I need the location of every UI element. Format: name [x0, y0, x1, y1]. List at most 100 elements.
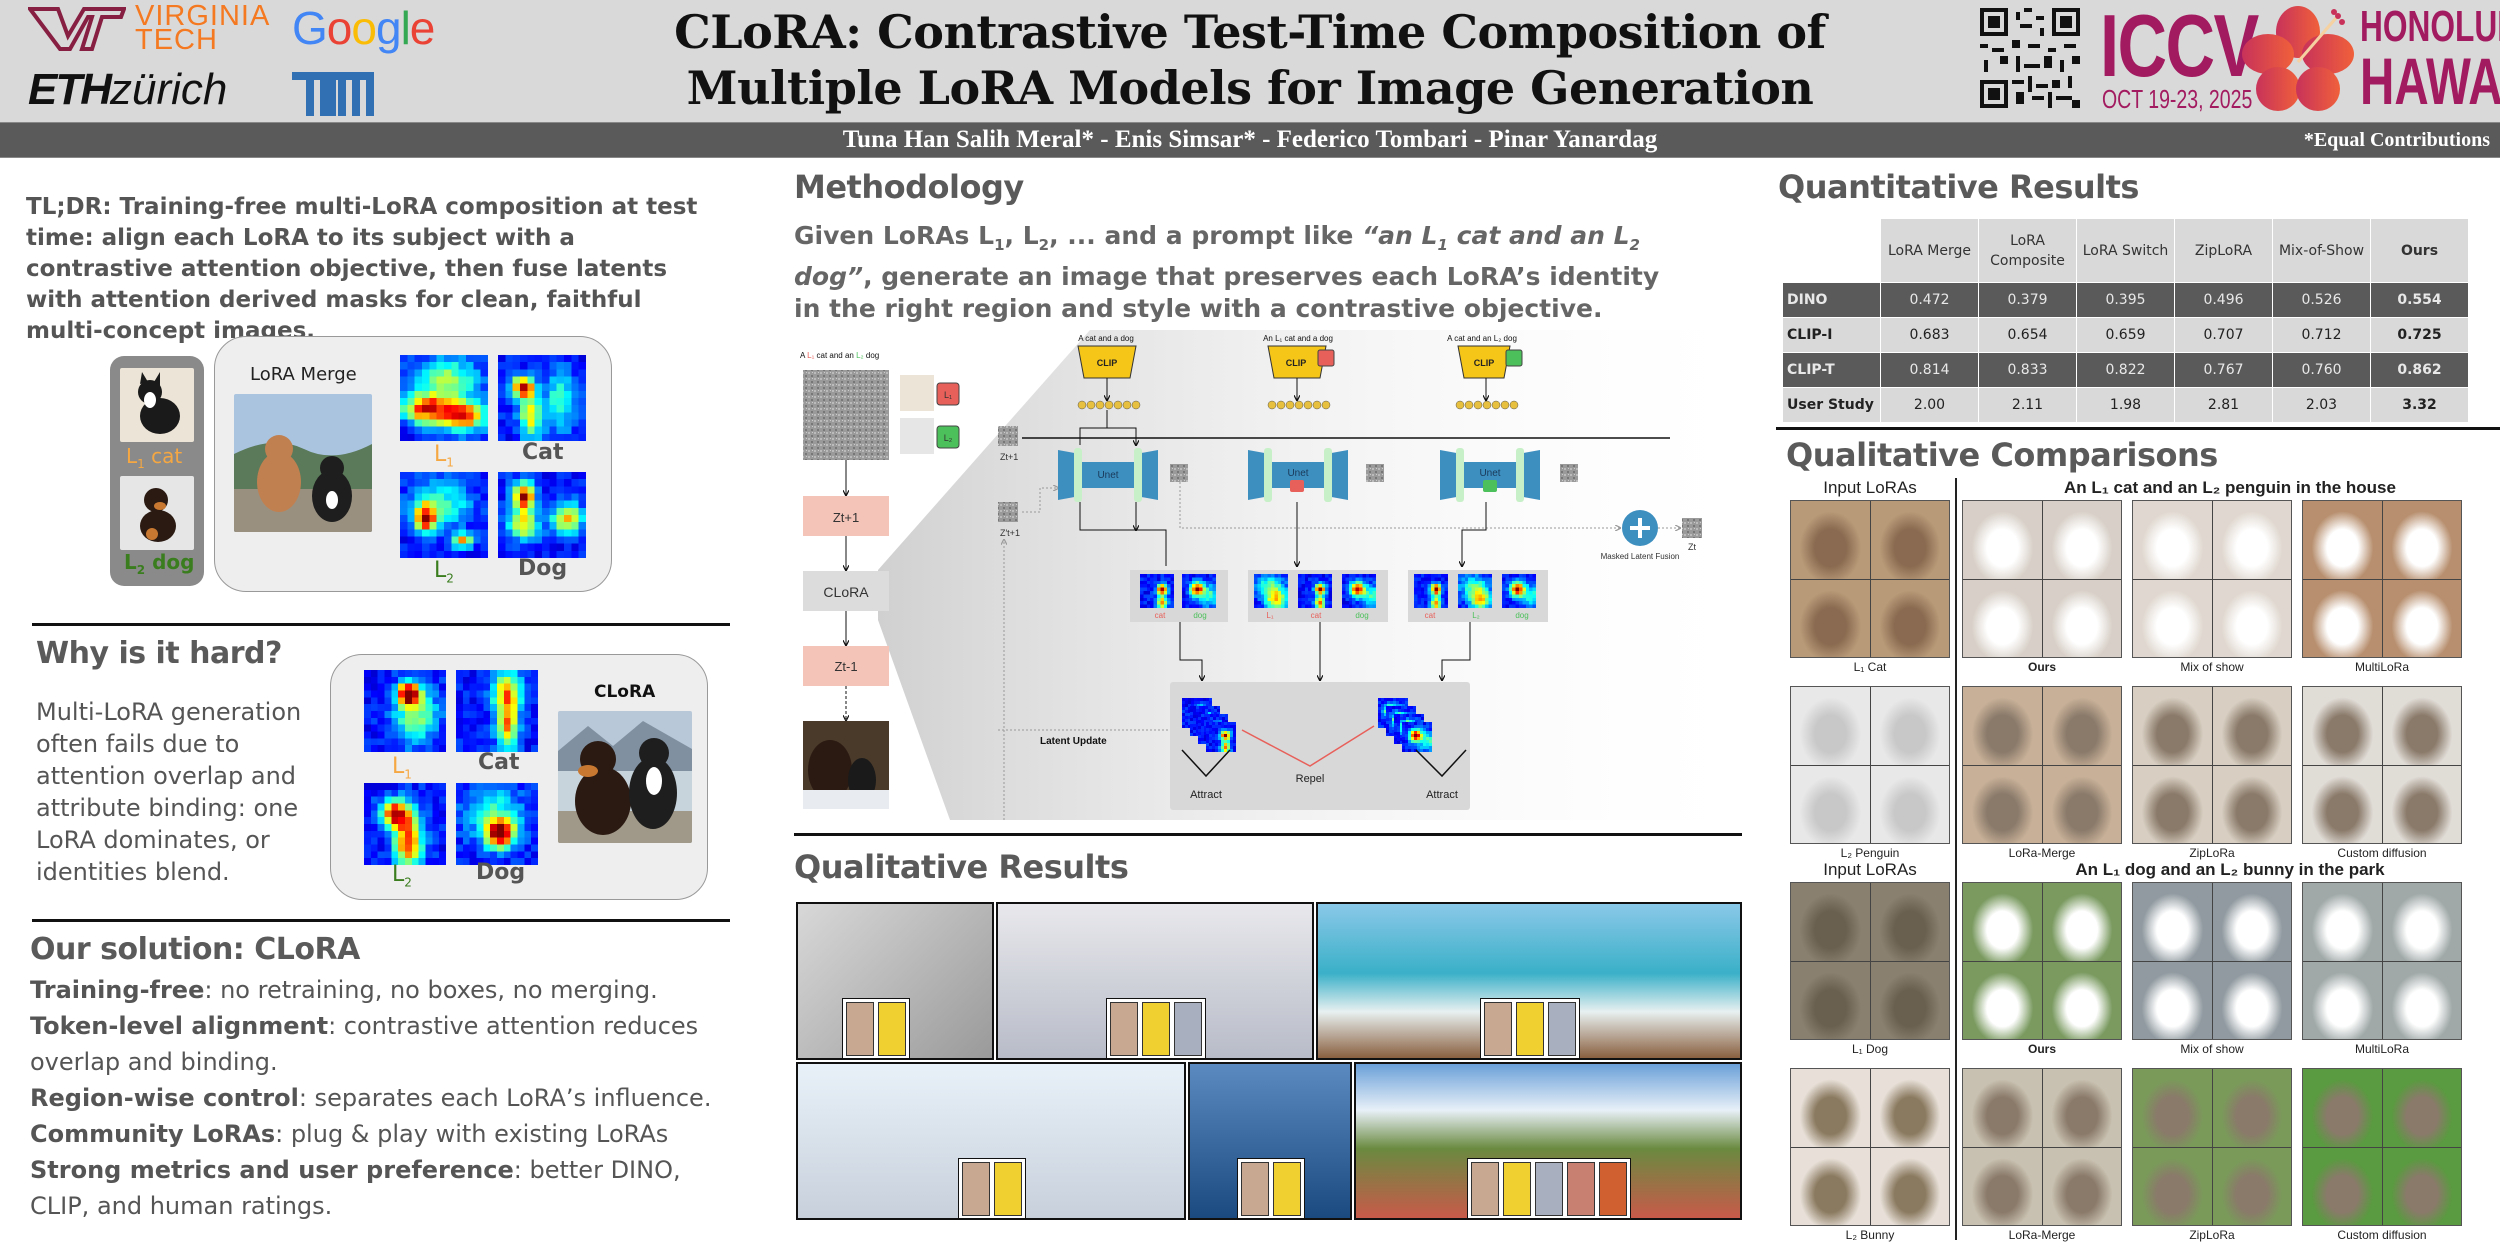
method-caption: MultiLoRa	[2354, 1042, 2410, 1056]
column-header: LoRA Switch	[2076, 218, 2175, 283]
metric-value: 2.81	[2174, 387, 2273, 423]
method-caption: Mix of show	[2180, 1042, 2244, 1056]
method-sub: 2	[1038, 236, 1050, 254]
method-output-grid	[2302, 686, 2462, 844]
reference-subjects-inset	[842, 998, 910, 1058]
sample-image	[1791, 687, 1870, 765]
sample-image	[2212, 1069, 2291, 1147]
reference-subject-thumb	[846, 1002, 874, 1056]
branch-prompt: An L₁ cat and a dog	[1263, 334, 1333, 343]
reference-subject-thumb	[1567, 1162, 1595, 1216]
sample-image	[2382, 765, 2461, 843]
metric-value: 0.659	[2076, 317, 2175, 353]
branch-prompt: A cat and a dog	[1078, 334, 1134, 343]
sample-image	[1963, 501, 2042, 579]
methodology-diagram: A L₁ cat and an L₂ dog L₁ L₂ Zt+1 CLoRA …	[800, 330, 1770, 820]
qr-code-icon[interactable]	[1980, 8, 2080, 108]
google-letter: o	[326, 2, 353, 54]
reference-subject-thumb	[962, 1162, 990, 1216]
sample-image	[1963, 961, 2042, 1039]
heatmap-l1-clora	[364, 670, 446, 752]
metric-value: 0.472	[1880, 282, 1979, 318]
reference-subject-thumb	[1471, 1162, 1499, 1216]
repel-label: Repel	[1296, 773, 1325, 785]
solution-heading: Our solution: CLoRA	[30, 932, 360, 967]
reference-subject-thumb	[1503, 1162, 1531, 1216]
metric-value: 0.862	[2370, 352, 2469, 388]
quantitative-heading: Quantitative Results	[1778, 168, 2139, 206]
metric-name: CLIP-I	[1782, 317, 1881, 353]
reference-subject-thumb	[994, 1162, 1022, 1216]
sample-image	[1870, 765, 1949, 843]
reference-subject-thumb	[1142, 1002, 1170, 1056]
solution-item-bold: Training-free	[30, 976, 205, 1004]
method-output-grid	[2302, 500, 2462, 658]
branch-base: A cat and a dog CLIP Unet	[1058, 334, 1188, 502]
why-dog-label: Dog	[476, 860, 526, 885]
clip-label: CLIP	[1097, 358, 1118, 368]
reference-subject-thumb	[1484, 1002, 1512, 1056]
sample-image	[1791, 883, 1870, 961]
attention-map	[1342, 574, 1376, 608]
method-output-grid	[1962, 500, 2122, 658]
solution-item-bold: Token-level alignment	[30, 1012, 329, 1040]
lora-merge-title: LoRA Merge	[250, 364, 357, 385]
l2-letter: L	[124, 550, 137, 574]
solution-item: Strong metrics and user preference: bett…	[30, 1152, 730, 1224]
heat-l1-label: L1	[434, 442, 454, 470]
poster-title: CLoRA: Contrastive Test-Time Composition…	[640, 4, 1860, 116]
sample-image	[2133, 961, 2212, 1039]
column-header: LoRA Merge	[1880, 218, 1979, 283]
sample-image	[2382, 961, 2461, 1039]
reference-subjects-inset	[1106, 998, 1206, 1058]
sample-image	[2382, 1069, 2461, 1147]
metric-value: 0.654	[1978, 317, 2077, 353]
qualitative-result-image	[796, 1062, 1186, 1220]
input-lora-grid	[1790, 882, 1950, 1040]
method-text-part: Given LoRAs L	[794, 221, 995, 250]
lora-merge-image	[234, 394, 372, 532]
l1-cat-image	[120, 368, 194, 442]
sample-image	[2042, 883, 2121, 961]
heat-l2-label: L2	[434, 558, 454, 586]
attention-map	[1298, 574, 1332, 608]
method-caption: LoRa-Merge	[2008, 1228, 2076, 1242]
qualitative-result-image	[796, 902, 994, 1060]
title-line-1: CLoRA: Contrastive Test-Time Composition…	[674, 5, 1826, 59]
poster-header	[0, 0, 2500, 122]
ztm1-box	[803, 646, 889, 686]
sample-image	[2382, 687, 2461, 765]
sample-image	[2133, 501, 2212, 579]
sample-image	[2212, 961, 2291, 1039]
reference-subjects-inset	[1467, 1158, 1631, 1218]
google-letter: l	[400, 2, 411, 54]
heat-dog-label: Dog	[518, 556, 568, 581]
noise-latent	[803, 370, 889, 460]
state-name: HAWAII	[2360, 44, 2500, 118]
reference-subject-thumb	[878, 1002, 906, 1056]
sample-image	[2133, 1147, 2212, 1225]
attn-label: L₂	[1472, 611, 1480, 620]
sample-image	[1870, 579, 1949, 657]
sample-image	[2042, 1069, 2121, 1147]
google-letter: o	[351, 2, 377, 54]
qualitative-result-image	[1354, 1062, 1742, 1220]
attn-label: dog	[1515, 611, 1528, 620]
vt-logo-text: VIRGINIA TECH	[135, 2, 270, 55]
why-heading: Why is it hard?	[36, 636, 282, 671]
heatmap-l1-merge	[400, 355, 488, 441]
section-divider	[32, 623, 730, 626]
sample-image	[2303, 961, 2382, 1039]
metric-value: 0.379	[1978, 282, 2077, 318]
vt-logo-icon	[28, 7, 126, 51]
attention-map	[1140, 574, 1174, 608]
reference-subjects-inset	[958, 1158, 1026, 1218]
attract-label: Attract	[1426, 789, 1458, 801]
metric-value: 0.683	[1880, 317, 1979, 353]
sample-image	[2042, 579, 2121, 657]
sample-image	[2212, 1147, 2291, 1225]
sample-image	[1791, 579, 1870, 657]
stacked-attention-map	[1402, 722, 1432, 752]
